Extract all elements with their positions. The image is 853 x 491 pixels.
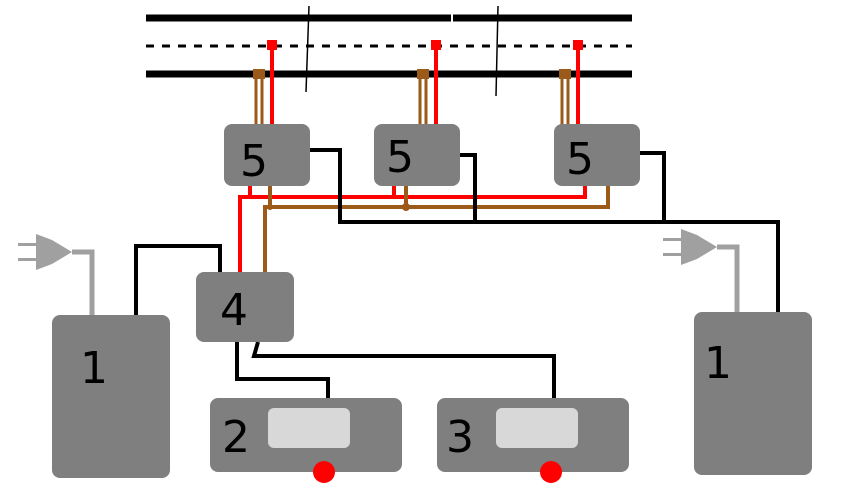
power-supply-left: 1 xyxy=(52,315,170,478)
control-wires xyxy=(134,148,780,400)
unit-5a: 5 xyxy=(224,124,310,187)
brown-junction xyxy=(267,204,273,210)
feeder-brown-contact xyxy=(417,69,429,79)
unit-5b-label: 5 xyxy=(386,132,414,183)
unit-3-indicator xyxy=(540,461,562,483)
unit-3-screen xyxy=(496,408,578,448)
feeder-brown-contact xyxy=(559,69,571,79)
unit-5c-label: 5 xyxy=(566,134,594,185)
unit-2: 2 xyxy=(210,398,402,483)
bus-wires xyxy=(238,180,610,272)
rail-gap-1 xyxy=(305,5,310,93)
power-supply-right-label: 1 xyxy=(704,338,732,389)
track-feeders xyxy=(253,40,583,128)
feeder-red-contact xyxy=(431,40,441,50)
unit-5b: 5 xyxy=(374,124,460,186)
unit-4: 4 xyxy=(196,272,294,342)
wire-4-to-3 xyxy=(251,341,556,400)
unit-4-label: 4 xyxy=(220,285,248,336)
power-supply-right: 1 xyxy=(694,312,812,475)
unit-2-indicator xyxy=(313,461,335,483)
unit-2-label: 2 xyxy=(222,412,250,463)
unit-5a-label: 5 xyxy=(240,136,268,187)
brown-bus xyxy=(263,184,610,272)
plug-icon xyxy=(18,234,95,316)
rail-gap-2 xyxy=(495,5,499,97)
feeder-red-contact xyxy=(573,40,583,50)
feeder-brown-contact xyxy=(253,69,265,79)
unit-3-label: 3 xyxy=(446,412,474,463)
brown-junction xyxy=(402,203,410,211)
feeder-red-contact xyxy=(267,40,277,50)
supply-to-4 xyxy=(134,244,222,315)
ctrl-wire-5b xyxy=(458,153,477,222)
red-bus xyxy=(238,180,587,272)
wire-4-to-2 xyxy=(235,342,330,400)
track xyxy=(146,5,632,97)
plug-icon xyxy=(663,229,740,312)
unit-3: 3 xyxy=(437,398,629,483)
unit-5c: 5 xyxy=(554,124,640,186)
unit-2-screen xyxy=(268,408,350,448)
ctrl-wire-5c xyxy=(638,151,666,222)
ctrl-wire-5a xyxy=(310,148,780,312)
power-supply-left-label: 1 xyxy=(80,343,108,394)
